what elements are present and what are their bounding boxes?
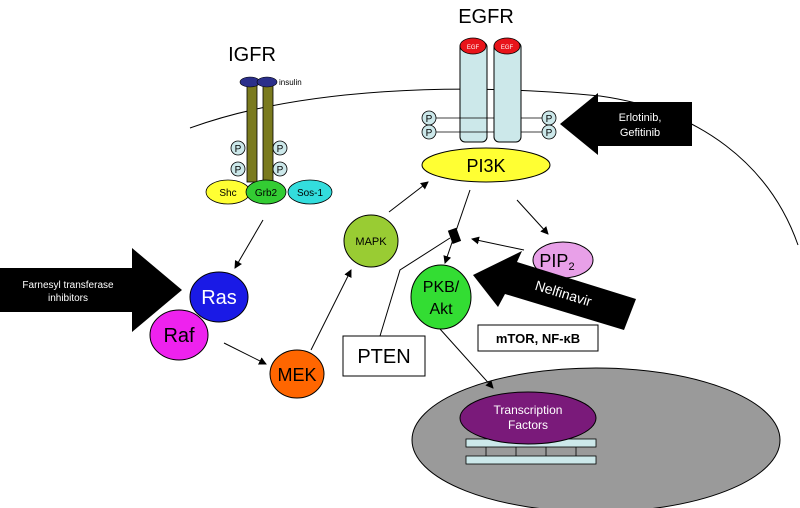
insulin-label: insulin (279, 78, 302, 87)
shc-label: Shc (219, 188, 236, 199)
p-label: P (235, 144, 242, 155)
cell-membrane (189, 88, 799, 246)
erlotinib-gefitinib-arrow: Erlotinib, Gefitinib (560, 93, 692, 155)
egfr-phospho-sites: P P P P (421, 110, 557, 140)
pip2-node: PIP2 (532, 241, 594, 279)
p-label: P (426, 114, 433, 125)
raf-label: Raf (163, 325, 195, 347)
pkb-label-1: PKB/ (423, 279, 460, 296)
pten-node: PTEN (342, 335, 426, 377)
egf-label-left: EGF (467, 45, 480, 51)
p-label: P (426, 128, 433, 139)
erlotinib-label-2: Gefitinib (620, 127, 660, 139)
p-label: P (546, 128, 553, 139)
mtor-label: mTOR, NF-κB (496, 331, 580, 346)
mapk-node: MAPK (343, 214, 399, 268)
transcription-factors-node: Transcription Factors (459, 391, 597, 445)
ras-label: Ras (201, 287, 237, 309)
igfr-title: IGFR (228, 44, 276, 66)
pten-inhibition-bar (447, 227, 462, 244)
pkb-akt-node: PKB/ Akt (410, 264, 472, 330)
p-label: P (546, 114, 553, 125)
p-label: P (277, 165, 284, 176)
mek-label: MEK (277, 365, 316, 385)
pathway-arrows (223, 181, 549, 389)
mek-node: MEK (269, 349, 325, 399)
sos1-label: Sos-1 (297, 188, 324, 199)
mapk-label: MAPK (355, 236, 387, 248)
farnesyl-label-2: inhibitors (48, 293, 88, 304)
mtor-nfkb-node: mTOR, NF-κB (477, 324, 599, 352)
grb2-label: Grb2 (255, 188, 278, 199)
nucleus (411, 367, 781, 508)
egf-label-right: EGF (501, 45, 514, 51)
pkb-label-2: Akt (429, 301, 453, 318)
erlotinib-label-1: Erlotinib, (619, 112, 662, 124)
p-label: P (235, 165, 242, 176)
ras-node: Ras (189, 271, 249, 323)
egfr-title: EGFR (458, 6, 514, 28)
tf-label-1: Transcription (494, 403, 563, 417)
egfr-receptor: EGF EGF (436, 37, 544, 143)
pi3k-label: PI3K (466, 156, 505, 176)
raf-node: Raf (149, 309, 209, 361)
igfr-receptor: insulin P P P P (230, 76, 302, 183)
farnesyl-inhibitor-arrow: Farnesyl transferase inhibitors (0, 248, 182, 332)
tf-label-2: Factors (508, 418, 548, 432)
farnesyl-label-1: Farnesyl transferase (22, 280, 114, 291)
pi3k-node: PI3K (421, 147, 551, 183)
pten-label: PTEN (357, 346, 410, 368)
pip2-label: PIP2 (539, 251, 574, 273)
nelfinavir-arrow: Nelfinavir (473, 251, 636, 330)
adaptor-complex: Shc Grb2 Sos-1 (205, 179, 333, 205)
p-label: P (277, 144, 284, 155)
